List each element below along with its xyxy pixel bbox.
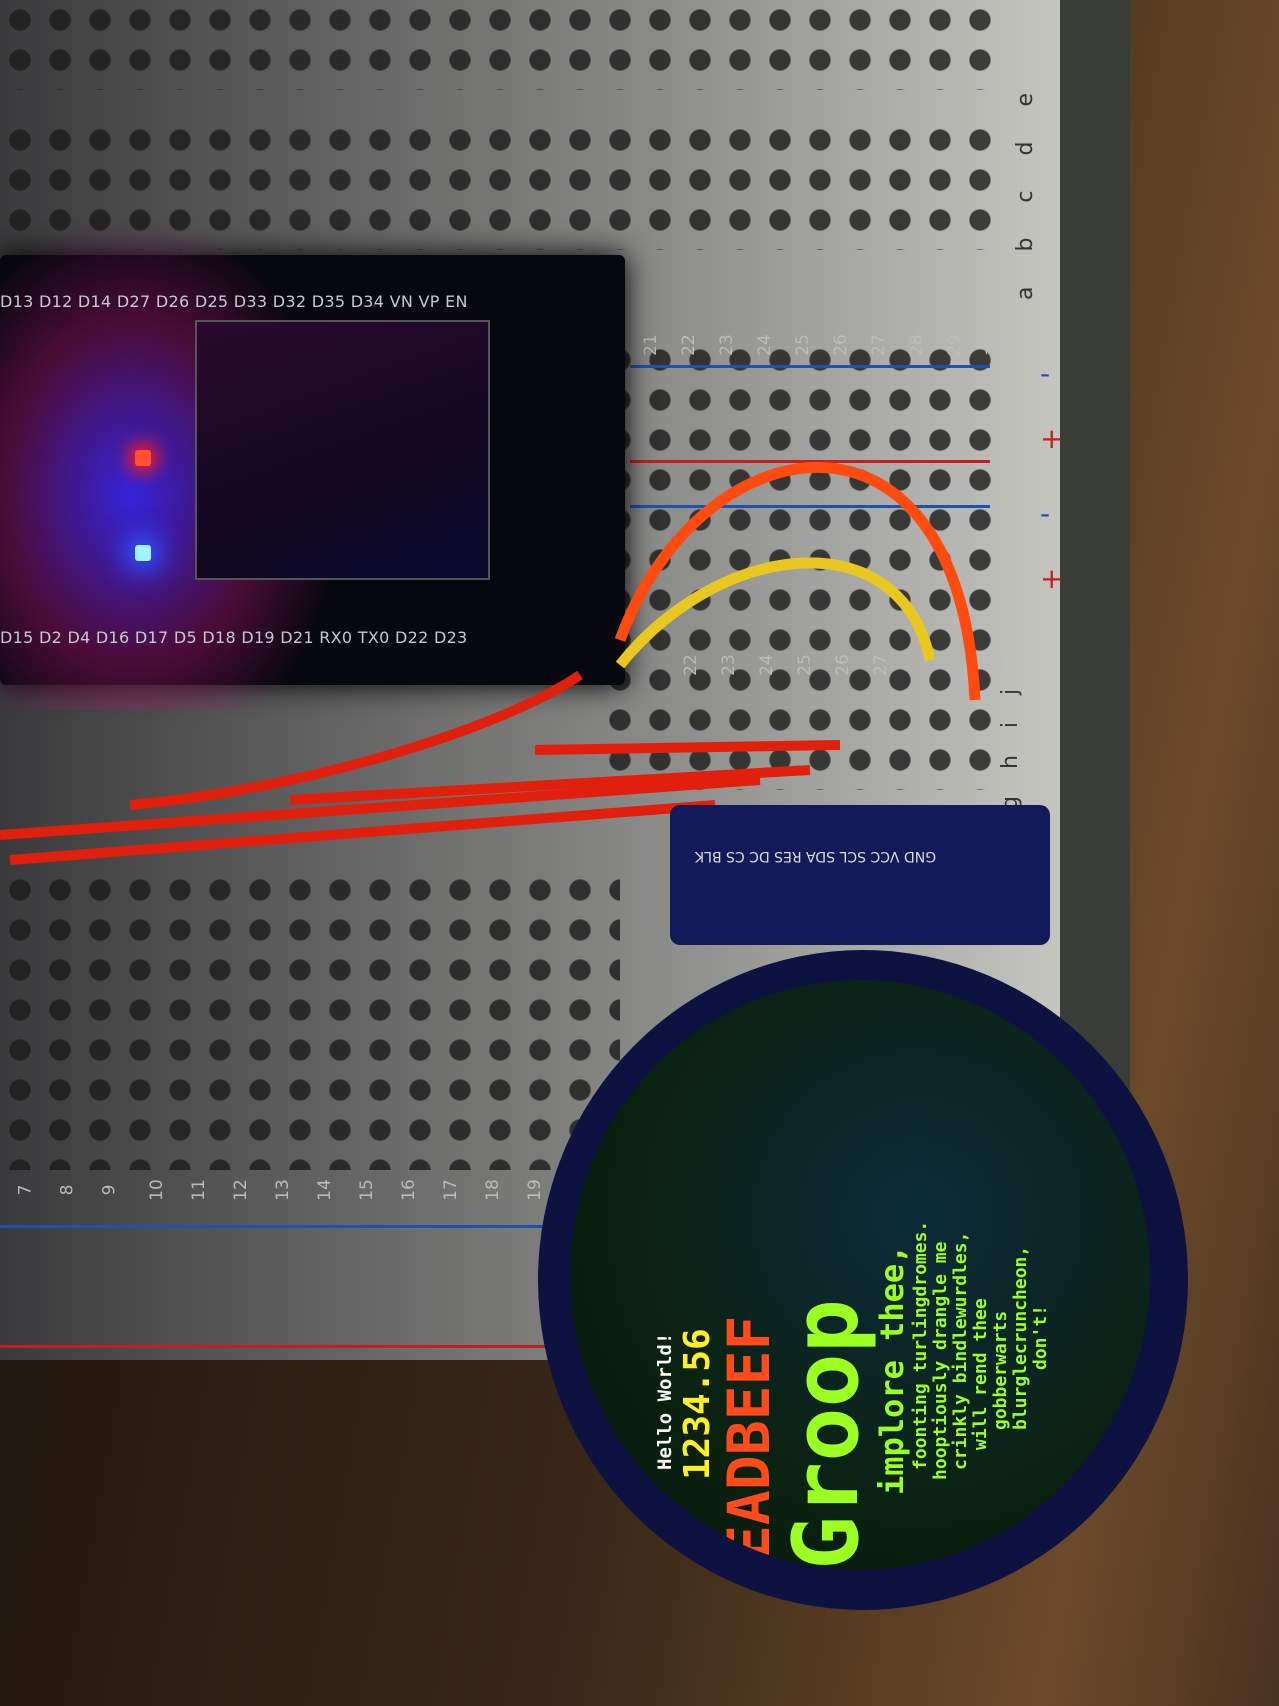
rail-line-red xyxy=(630,460,990,463)
screen-text-hello: Hello World! xyxy=(654,1332,676,1470)
rail-mark-plus: + xyxy=(1040,562,1064,595)
screen-text-line: implore thee, xyxy=(873,1244,911,1495)
red-wire xyxy=(534,740,841,755)
esp32-bottom-pin-labels: D15 D2 D4 D16 D17 D5 D18 D19 D21 RX0 TX0… xyxy=(0,628,468,647)
screen-text-number: 1234.56 xyxy=(677,1328,718,1480)
rail-line-blue xyxy=(0,1225,600,1228)
rail-line-blue xyxy=(630,505,990,508)
screen-text-line: don't! xyxy=(1030,1304,1051,1370)
red-wire xyxy=(0,775,761,840)
screen-text-line: gobberwarts xyxy=(990,1310,1011,1430)
breadboard-holes-top xyxy=(0,0,1000,90)
screen-text-line: will rend thee xyxy=(970,1298,991,1450)
esp32-rf-shield xyxy=(195,320,490,580)
rail-mark-minus: - xyxy=(1040,497,1051,530)
yellow-wire xyxy=(615,557,936,669)
screen-text-line: crinkly bindlewurdles, xyxy=(950,1231,971,1470)
rail-mark-plus: + xyxy=(1040,422,1064,455)
orange-wire xyxy=(614,461,981,701)
rail-mark-minus: - xyxy=(1040,357,1051,390)
breadboard-edge xyxy=(1060,0,1130,1130)
screen-text-line: hooptiously drangle me xyxy=(930,1241,951,1480)
red-wire xyxy=(129,670,583,810)
screen-text-line: blurglecruncheon, xyxy=(1010,1245,1031,1430)
rail-line-red xyxy=(0,1345,600,1348)
display-module-pcb xyxy=(670,805,1050,945)
red-wire xyxy=(9,800,716,865)
breadboard-holes-bottom xyxy=(0,870,620,1170)
display-pin-labels: GND VCC SCL SDA RES DC CS BLK xyxy=(695,848,937,864)
screen-text-groop: Groop xyxy=(774,1299,879,1570)
screen-text-hex: EADBEEF xyxy=(715,1315,783,1560)
round-lcd-screen: Hello World! 1234.56 EADBEEF Groop implo… xyxy=(570,980,1150,1570)
esp32-top-pin-labels: D13 D12 D14 D27 D26 D25 D33 D32 D35 D34 … xyxy=(0,292,468,311)
power-led xyxy=(135,450,151,466)
breadboard-holes-abcde xyxy=(0,120,1000,250)
red-wire xyxy=(289,765,811,805)
rail-line-blue xyxy=(630,365,990,368)
screen-text-line: foonting turlingdromes. xyxy=(910,1220,931,1470)
status-led xyxy=(135,545,151,561)
